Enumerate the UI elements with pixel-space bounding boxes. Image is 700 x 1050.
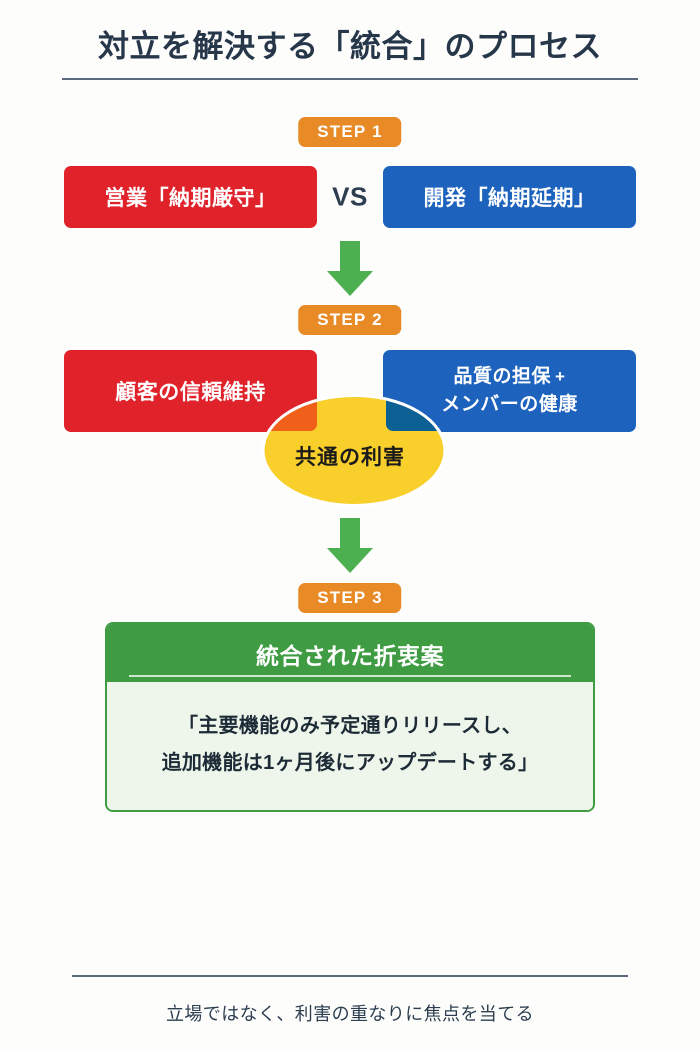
step-1-badge: STEP 1 — [298, 117, 402, 147]
result-card-body: 「主要機能のみ予定通りリリースし、 追加機能は1ヶ月後にアップデートする」 — [107, 682, 593, 810]
result-line-2: 追加機能は1ヶ月後にアップデートする」 — [161, 752, 539, 774]
result-card: 統合された折衷案 「主要機能のみ予定通りリリースし、 追加機能は1ヶ月後にアップ… — [105, 622, 595, 812]
step-1-row: 営業「納期厳守」 VS 開発「納期延期」 — [64, 166, 636, 228]
position-sales-box: 営業「納期厳守」 — [64, 166, 317, 228]
page-title: 対立を解決する「統合」のプロセス — [98, 29, 602, 64]
result-line-1: 「主要機能のみ予定通りリリースし、 — [177, 715, 523, 737]
common-interest-oval — [261, 394, 447, 507]
arrow-down-icon — [327, 518, 373, 573]
interest-trust-box: 顧客の信頼維持 — [64, 350, 317, 432]
result-card-header: 統合された折衷案 — [107, 624, 593, 682]
footer-divider — [72, 975, 628, 977]
interest-quality-line-1: 品質の担保+ — [453, 366, 566, 388]
footer-note: 立場ではなく、利害の重なりに焦点を当てる — [166, 1004, 534, 1024]
arrow-down-icon — [327, 241, 373, 296]
common-interest-label: 共通の利害 — [295, 446, 405, 469]
plus-sign: + — [555, 367, 566, 387]
page-title-block: 対立を解決する「統合」のプロセス — [62, 28, 638, 80]
step-2-badge: STEP 2 — [298, 305, 402, 335]
versus-label: VS — [332, 181, 368, 212]
title-divider — [62, 77, 638, 80]
position-dev-box: 開発「納期延期」 — [383, 166, 636, 228]
interest-quality-line-2: メンバーの健康 — [441, 394, 578, 415]
step-3-badge: STEP 3 — [298, 583, 402, 613]
